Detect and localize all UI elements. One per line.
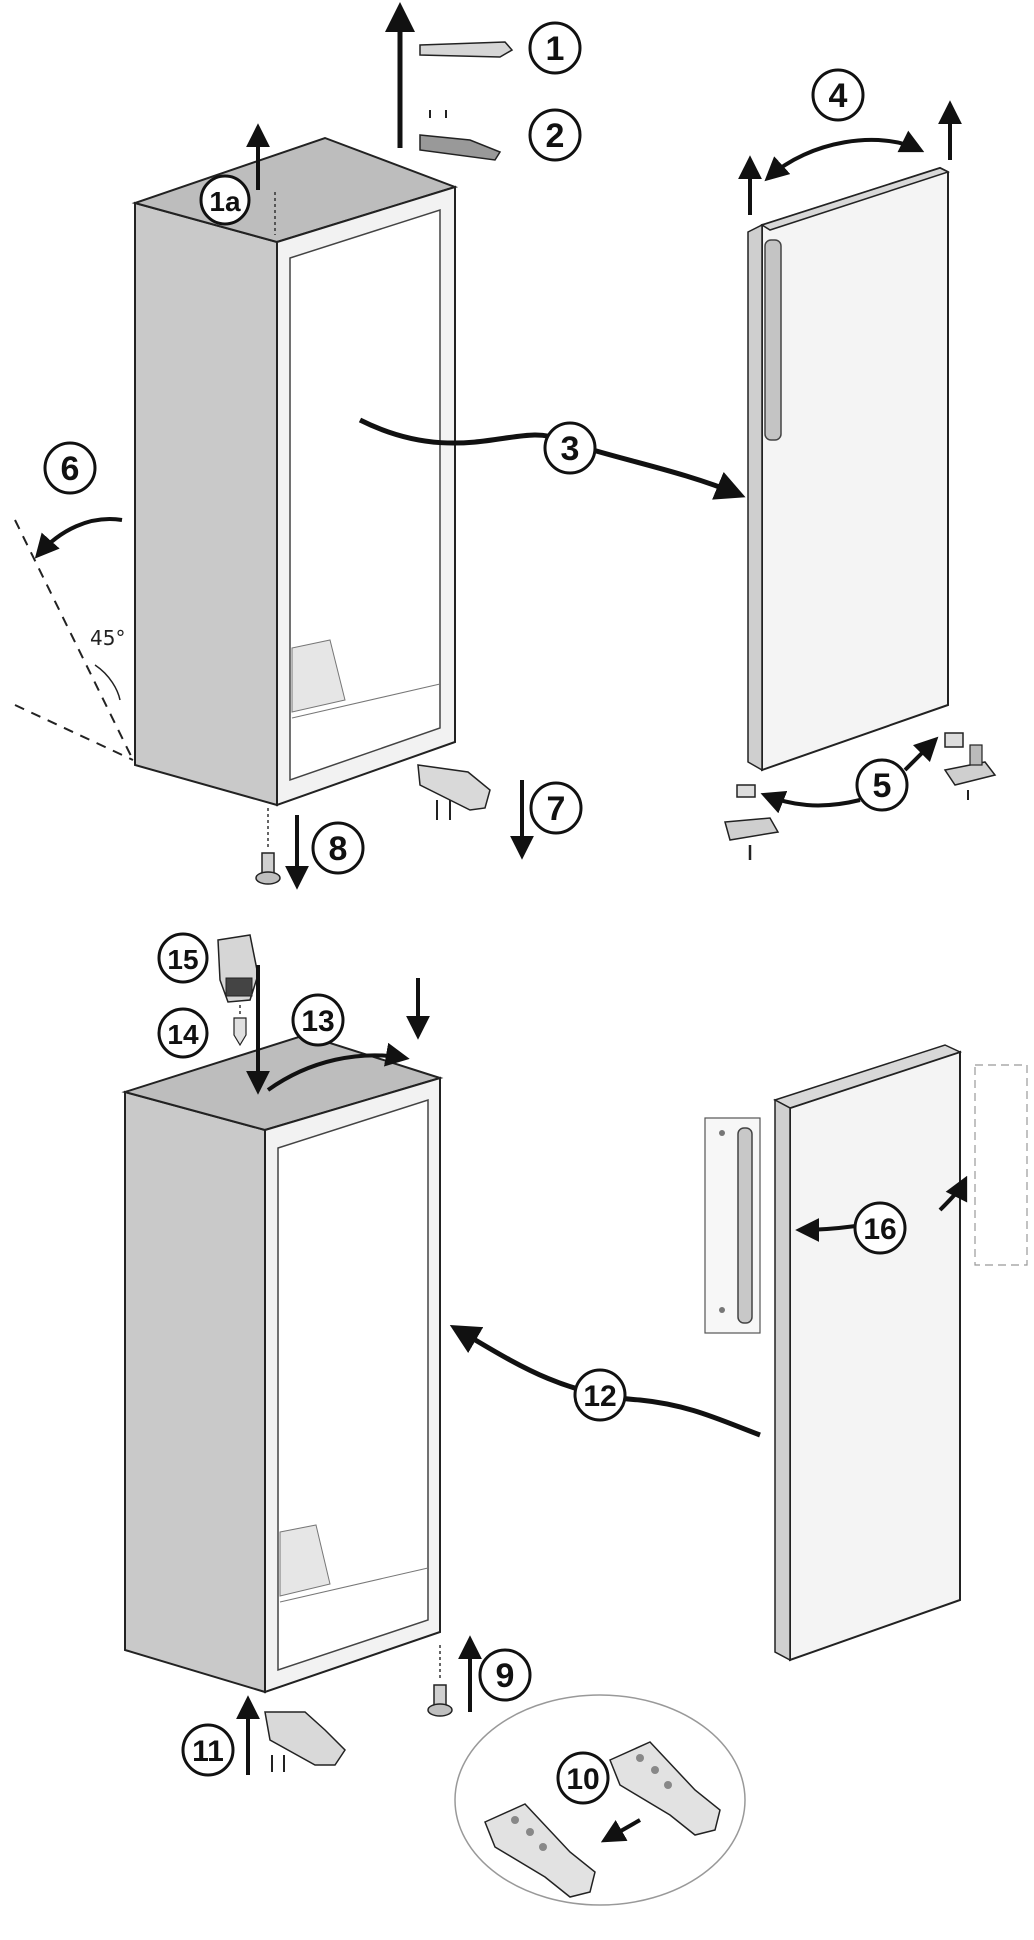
bottom-hinge-left (264, 1711, 346, 1772)
arrow-tilt (34, 517, 123, 559)
step-badge-2: 2 (528, 108, 582, 162)
adjustable-foot-bottom (427, 1645, 453, 1717)
step-badge-9: 9 (478, 1648, 532, 1702)
door-bottom-parts (724, 732, 997, 860)
fridge-door-top (747, 166, 950, 772)
step-badge-14: 14 (157, 1007, 209, 1059)
step-badge-11: 11 (181, 1723, 235, 1777)
svg-text:13: 13 (301, 1005, 334, 1038)
svg-text:1: 1 (546, 30, 565, 68)
step-badge-8: 8 (311, 821, 365, 875)
step-badge-10: 10 (556, 1751, 610, 1805)
svg-text:8: 8 (329, 830, 348, 868)
top-hinge-part (419, 110, 502, 161)
svg-text:5: 5 (873, 767, 892, 805)
svg-text:3: 3 (561, 430, 580, 468)
svg-text:12: 12 (583, 1380, 616, 1413)
svg-text:16: 16 (863, 1213, 896, 1246)
step-badge-15: 15 (157, 932, 209, 984)
step-badge-1a: 1a (199, 174, 251, 226)
bottom-hinge-top-view (417, 764, 491, 820)
fridge-cabinet-top (131, 136, 459, 807)
svg-text:1a: 1a (209, 186, 241, 217)
svg-text:7: 7 (547, 790, 566, 828)
fridge-cabinet-bottom (121, 1033, 444, 1694)
svg-text:6: 6 (61, 450, 80, 488)
svg-text:15: 15 (167, 944, 198, 975)
handle-transfer-right (974, 1064, 1028, 1266)
angle-label: 45° (90, 626, 125, 650)
top-hinge-cover-part (419, 41, 514, 58)
step-badge-4: 4 (811, 68, 865, 122)
arrow-refit-door (449, 1324, 761, 1438)
hinge-cover-part-bottom (217, 934, 259, 1047)
fridge-door-bottom (773, 1044, 963, 1662)
arrow-swap-bottom-parts (760, 790, 861, 814)
adjustable-foot-top (255, 808, 281, 885)
svg-text:2: 2 (546, 117, 565, 155)
svg-text:10: 10 (566, 1763, 599, 1796)
hinge-swap-detail (454, 1694, 746, 1906)
handle-transfer-left (704, 1117, 761, 1334)
arrow-swap-pins (764, 130, 925, 182)
step-badge-13: 13 (291, 993, 345, 1047)
svg-text:11: 11 (192, 1735, 224, 1768)
step-badge-1: 1 (528, 21, 582, 75)
step-badge-3: 3 (543, 421, 597, 475)
arrow-move-13 (266, 1042, 410, 1092)
step-badge-12: 12 (573, 1368, 627, 1422)
step-badge-5: 5 (855, 758, 909, 812)
svg-text:14: 14 (167, 1019, 199, 1050)
step-badge-16: 16 (853, 1201, 907, 1255)
svg-text:9: 9 (496, 1657, 515, 1695)
step-badge-6: 6 (43, 441, 97, 495)
step-badge-7: 7 (529, 781, 583, 835)
svg-text:4: 4 (829, 77, 848, 115)
